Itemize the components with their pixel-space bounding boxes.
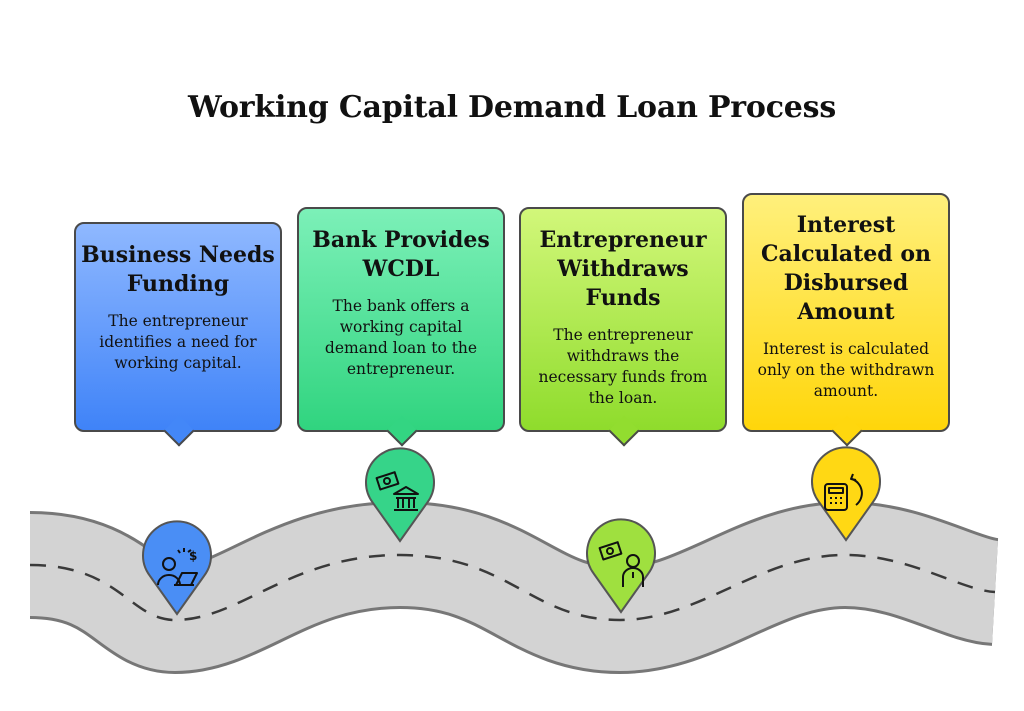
road-center-line [29,553,996,622]
step-description: Interest is calculated only on the withd… [757,340,935,400]
step-card-entrepreneur-withdraws-funds: Entrepreneur Withdraws Funds The entrepr… [519,207,727,447]
step-description: The bank offers a working capital demand… [324,297,478,378]
step-heading: Bank Provides WCDL [312,227,490,282]
marker-bank-provides-wcdl [365,447,435,543]
step-description: The entrepreneur identifies a need for w… [99,312,257,372]
step-heading: Business Needs Funding [81,242,275,297]
person-laptop-money-icon: $ [157,548,198,586]
step-card-bank-provides-wcdl: Bank Provides WCDL The bank offers a wor… [297,207,505,447]
svg-text:$: $ [189,549,197,563]
step-description: The entrepreneur withdraws the necessary… [538,326,708,407]
marker-business-needs-funding: $ [142,520,212,616]
page-title: Working Capital Demand Loan Process [187,90,837,125]
step-heading: Entrepreneur Withdraws Funds [539,227,707,311]
marker-interest-calculated [811,446,881,542]
marker-entrepreneur-withdraws-funds [586,518,656,614]
step-card-interest-calculated: Interest Calculated on Disbursed Amount … [742,193,950,447]
step-card-business-needs-funding: Business Needs Funding The entrepreneur … [74,222,282,447]
calculator-cycle-icon [824,473,863,511]
bank-cash-icon [375,471,419,511]
step-heading: Interest Calculated on Disbursed Amount [761,212,931,325]
person-cash-icon [598,541,644,587]
